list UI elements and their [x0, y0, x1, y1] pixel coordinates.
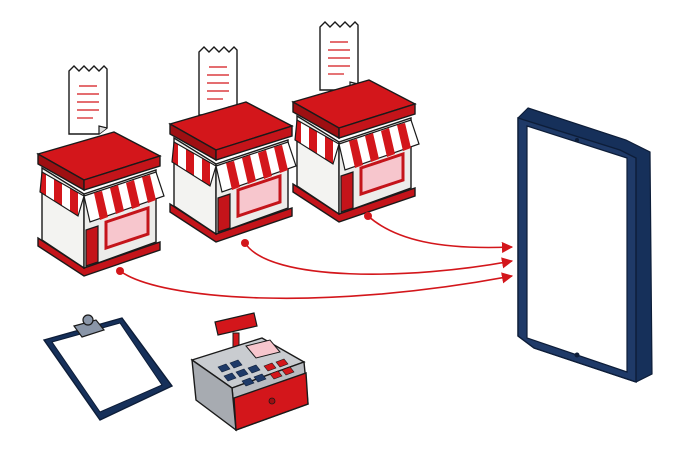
receipt-icon [319, 21, 359, 91]
tablet-icon [517, 107, 653, 383]
receipt-icon [68, 65, 108, 135]
store-icon [168, 101, 297, 243]
connector-arrow [367, 215, 514, 254]
cash-register-icon [190, 312, 309, 432]
connector-arrow [119, 270, 514, 300]
store-icon [291, 79, 420, 223]
store-icon [36, 131, 165, 277]
clipboard-icon [42, 314, 174, 421]
receipt-icon [198, 46, 238, 116]
connector-arrow [244, 242, 514, 275]
